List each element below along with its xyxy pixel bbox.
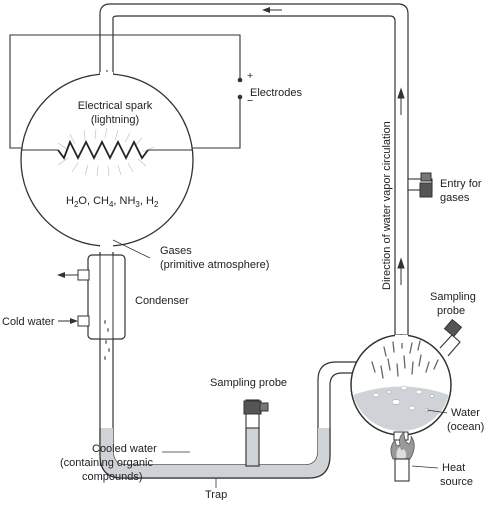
sampling-probe-bottom: [243, 399, 269, 467]
top-tube: [99, 3, 409, 345]
label-gases: Gases: [160, 245, 192, 257]
label-source: source: [440, 476, 473, 488]
label-entry-for: Entry for: [440, 178, 482, 190]
gas-entry-valve: [407, 172, 433, 198]
label-ocean: (ocean): [447, 421, 484, 433]
leader-water: [426, 409, 448, 414]
label-compounds: compounds): [82, 471, 143, 483]
spark-zigzag: [57, 139, 149, 161]
small-flask: [350, 334, 452, 441]
heat-source: [390, 431, 415, 482]
label-containing-organic: (containing organic: [60, 457, 153, 469]
leader-gases: [112, 239, 151, 259]
label-primitive-atmosphere: (primitive atmosphere): [160, 259, 269, 271]
sampling-probe-right: [439, 318, 463, 357]
label-gases-entry: gases: [440, 192, 470, 204]
flow-arrow-top: [262, 7, 282, 13]
condenser-outflow-arrow: [57, 272, 78, 278]
spark-glow: [57, 127, 155, 177]
label-condenser: Condenser: [135, 295, 189, 307]
electrode-terminal-minus: [237, 94, 243, 100]
cold-water-arrow: [58, 318, 78, 324]
label-cold-water: Cold water: [2, 316, 55, 328]
label-sampling-probe-right: Sampling: [430, 291, 476, 303]
label-electrodes: Electrodes: [250, 87, 302, 99]
label-electrical-spark: Electrical spark: [78, 100, 153, 112]
large-flask: [20, 72, 194, 254]
formula-gases: H2O, CH4, NH3, H2: [66, 195, 159, 209]
label-sampling-probe-bottom: Sampling probe: [210, 377, 287, 389]
label-direction-circulation: Direction of water vapor circulation: [381, 121, 393, 290]
label-probe: probe: [437, 305, 465, 317]
label-cooled-water: Cooled water: [92, 443, 157, 455]
label-heat: Heat: [442, 462, 465, 474]
label-lightning: (lightning): [91, 114, 139, 126]
flow-arrows-right: [397, 87, 405, 285]
label-trap: Trap: [205, 489, 227, 500]
electrode-minus-sign: −: [247, 95, 253, 107]
trap-water: [100, 428, 330, 478]
label-water: Water: [451, 407, 480, 419]
leader-heat: [411, 465, 439, 469]
small-flask-neck: [395, 335, 408, 343]
electrode-terminal-plus: [237, 77, 243, 83]
electrode-plus-sign: +: [247, 70, 253, 82]
